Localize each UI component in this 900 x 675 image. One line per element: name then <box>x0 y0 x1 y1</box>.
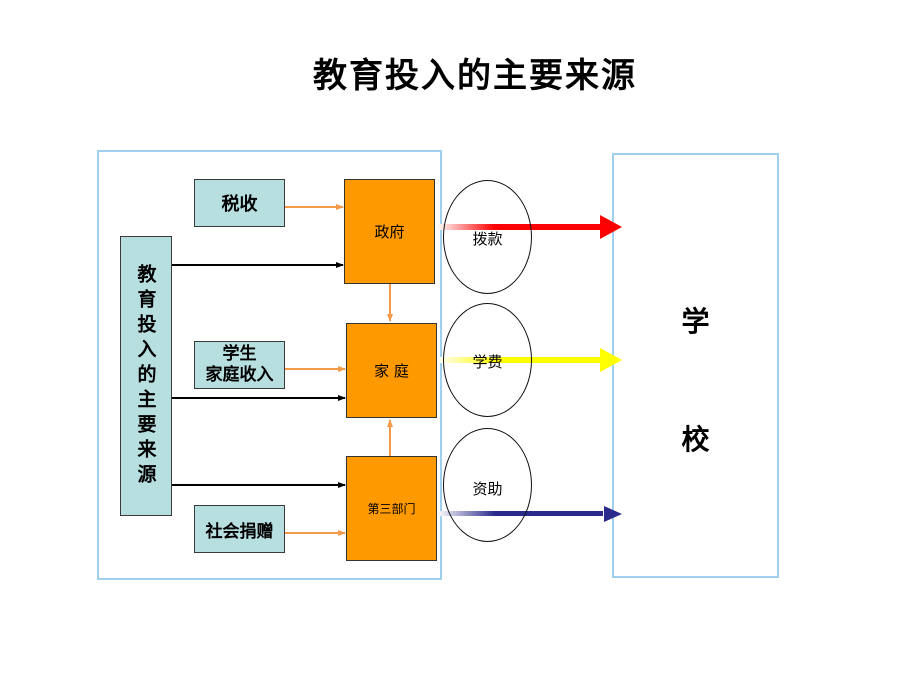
income-label-line1: 学生 <box>222 343 257 364</box>
funding-ellipse <box>443 428 532 542</box>
appropriation-arrow-head <box>600 215 622 239</box>
funding-arrow-head <box>604 506 622 522</box>
government-box: 政府 <box>344 179 435 284</box>
government-label: 政府 <box>374 223 405 241</box>
income-label-line2: 家庭收入 <box>205 365 274 385</box>
funding-label: 资助 <box>472 480 503 498</box>
school-label-char1: 学 <box>681 305 710 338</box>
diagram-title: 教育投入的主要来源 <box>313 56 637 96</box>
donation-label: 社会捐赠 <box>205 521 274 542</box>
third-sector-label: 第三部门 <box>367 502 416 516</box>
sources-frame <box>97 150 442 580</box>
donation-box: 社会捐赠 <box>194 505 285 553</box>
sources-label-box: 教育投入的主要来源 <box>120 236 172 516</box>
family-income-box: 学生 家庭收入 <box>194 341 285 389</box>
school-label-char2: 校 <box>681 423 710 456</box>
tuition-label: 学费 <box>472 353 503 371</box>
family-label: 家 庭 <box>374 362 409 380</box>
school-frame <box>612 153 779 578</box>
tax-label: 税收 <box>221 194 258 215</box>
family-box: 家 庭 <box>346 323 437 418</box>
sources-label: 教育投入的主要来源 <box>134 263 157 489</box>
tax-box: 税收 <box>194 179 285 227</box>
third-sector-box: 第三部门 <box>346 456 437 561</box>
appropriation-ellipse <box>443 180 532 294</box>
appropriation-label: 拨款 <box>472 230 503 248</box>
tuition-ellipse <box>443 303 532 417</box>
tuition-arrow-head <box>600 348 622 372</box>
